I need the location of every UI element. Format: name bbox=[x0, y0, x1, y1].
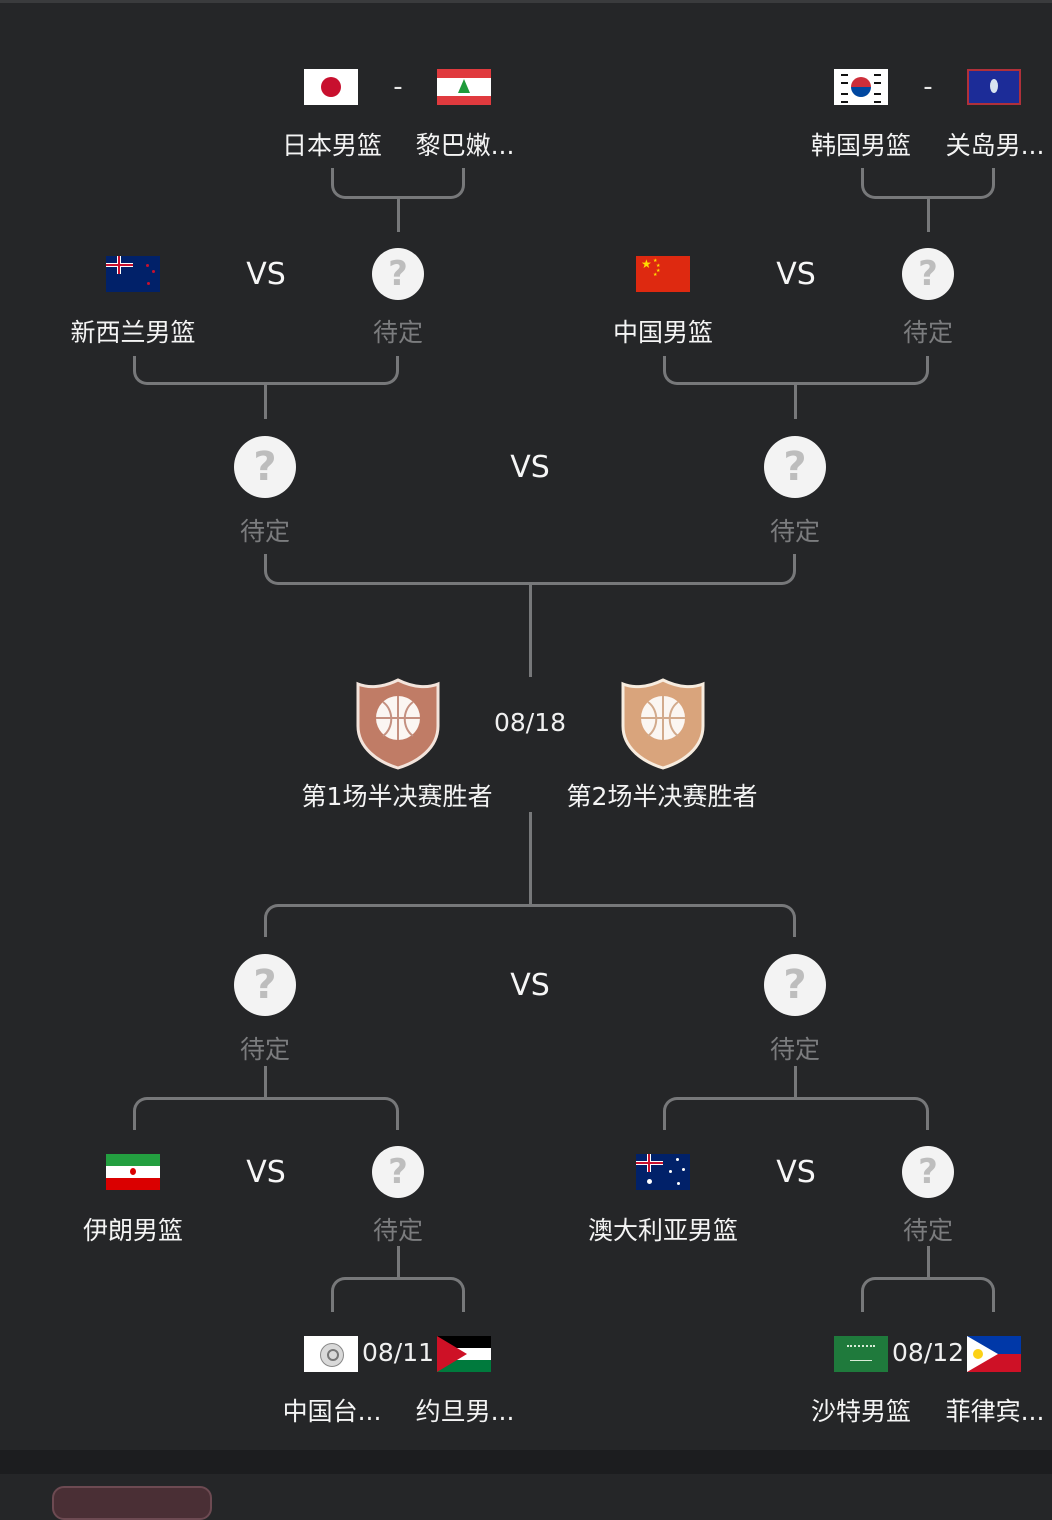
jordan-flag-icon bbox=[437, 1336, 491, 1372]
question-mark-icon[interactable]: ? bbox=[372, 1146, 424, 1198]
vs-label: VS bbox=[776, 257, 816, 292]
chinese-taipei-flag-icon bbox=[304, 1336, 358, 1372]
separator: - bbox=[923, 72, 933, 102]
vs-label: VS bbox=[246, 257, 286, 292]
bottom-action-button[interactable] bbox=[52, 1486, 212, 1520]
tbd-label: 待定 bbox=[372, 1216, 424, 1245]
section-divider bbox=[0, 1450, 1052, 1474]
team-philippines[interactable]: 菲律宾... bbox=[945, 1397, 1045, 1426]
connector bbox=[794, 1066, 797, 1098]
team-lebanon[interactable]: 黎巴嫩... bbox=[415, 131, 515, 160]
connector bbox=[663, 356, 929, 385]
tbd-label: 待定 bbox=[769, 517, 821, 546]
lebanon-flag-icon bbox=[437, 69, 491, 105]
semifinal-1-winner-badge-icon bbox=[356, 678, 440, 770]
question-mark-icon[interactable]: ? bbox=[902, 248, 954, 300]
vs-label: VS bbox=[776, 1155, 816, 1190]
tbd-label: 待定 bbox=[769, 1035, 821, 1064]
connector bbox=[861, 1277, 995, 1312]
final-date: 08/18 bbox=[493, 708, 567, 737]
connector bbox=[264, 554, 796, 585]
australia-flag-icon bbox=[636, 1154, 690, 1190]
connector bbox=[529, 585, 532, 677]
vs-label: VS bbox=[510, 450, 550, 485]
connector bbox=[927, 198, 930, 232]
connector bbox=[397, 198, 400, 232]
question-mark-icon[interactable]: ? bbox=[902, 1146, 954, 1198]
semifinal-1-winner[interactable]: 第1场半决赛胜者 bbox=[301, 782, 493, 811]
connector bbox=[264, 904, 796, 937]
question-mark-icon[interactable]: ? bbox=[372, 248, 424, 300]
separator: - bbox=[393, 72, 403, 102]
connector bbox=[663, 1097, 929, 1130]
bottom-toolbar bbox=[0, 1474, 1052, 1494]
connector bbox=[331, 168, 465, 199]
team-chinese-taipei[interactable]: 中国台... bbox=[282, 1397, 382, 1426]
team-japan[interactable]: 日本男篮 bbox=[281, 131, 383, 160]
saudi-arabia-flag-icon bbox=[834, 1336, 888, 1372]
team-guam[interactable]: 关岛男... bbox=[945, 131, 1045, 160]
south-korea-flag-icon bbox=[834, 69, 888, 105]
tbd-label: 待定 bbox=[239, 1035, 291, 1064]
connector bbox=[397, 1246, 400, 1278]
semifinal-2-winner-badge-icon bbox=[621, 678, 705, 770]
connector bbox=[264, 1066, 267, 1098]
match-date: 08/11 bbox=[361, 1338, 435, 1367]
team-china[interactable]: 中国男篮 bbox=[612, 318, 714, 347]
tbd-label: 待定 bbox=[902, 1216, 954, 1245]
guam-flag-icon bbox=[967, 69, 1021, 105]
question-mark-icon[interactable]: ? bbox=[764, 954, 826, 1016]
team-australia[interactable]: 澳大利亚男篮 bbox=[587, 1216, 739, 1245]
tbd-label: 待定 bbox=[372, 318, 424, 347]
vs-label: VS bbox=[510, 968, 550, 1003]
iran-flag-icon bbox=[106, 1154, 160, 1190]
question-mark-icon[interactable]: ? bbox=[234, 436, 296, 498]
tbd-label: 待定 bbox=[902, 318, 954, 347]
vs-label: VS bbox=[246, 1155, 286, 1190]
team-south-korea[interactable]: 韩国男篮 bbox=[810, 131, 912, 160]
team-jordan[interactable]: 约旦男... bbox=[415, 1397, 515, 1426]
team-saudi-arabia[interactable]: 沙特男篮 bbox=[810, 1397, 912, 1426]
connector bbox=[861, 168, 995, 199]
japan-flag-icon bbox=[304, 69, 358, 105]
connector bbox=[927, 1246, 930, 1278]
connector bbox=[133, 1097, 399, 1130]
connector bbox=[529, 812, 532, 904]
semifinal-2-winner[interactable]: 第2场半决赛胜者 bbox=[566, 782, 758, 811]
new-zealand-flag-icon bbox=[106, 256, 160, 292]
question-mark-icon[interactable]: ? bbox=[764, 436, 826, 498]
team-new-zealand[interactable]: 新西兰男篮 bbox=[70, 318, 196, 347]
question-mark-icon[interactable]: ? bbox=[234, 954, 296, 1016]
tbd-label: 待定 bbox=[239, 517, 291, 546]
connector bbox=[331, 1277, 465, 1312]
connector bbox=[133, 356, 399, 385]
connector bbox=[264, 385, 267, 419]
match-date: 08/12 bbox=[891, 1338, 965, 1367]
top-divider bbox=[0, 0, 1052, 3]
team-iran[interactable]: 伊朗男篮 bbox=[82, 1216, 184, 1245]
china-flag-icon: ★ ★ ★ ★ ★ bbox=[636, 256, 690, 292]
connector bbox=[794, 385, 797, 419]
philippines-flag-icon bbox=[967, 1336, 1021, 1372]
